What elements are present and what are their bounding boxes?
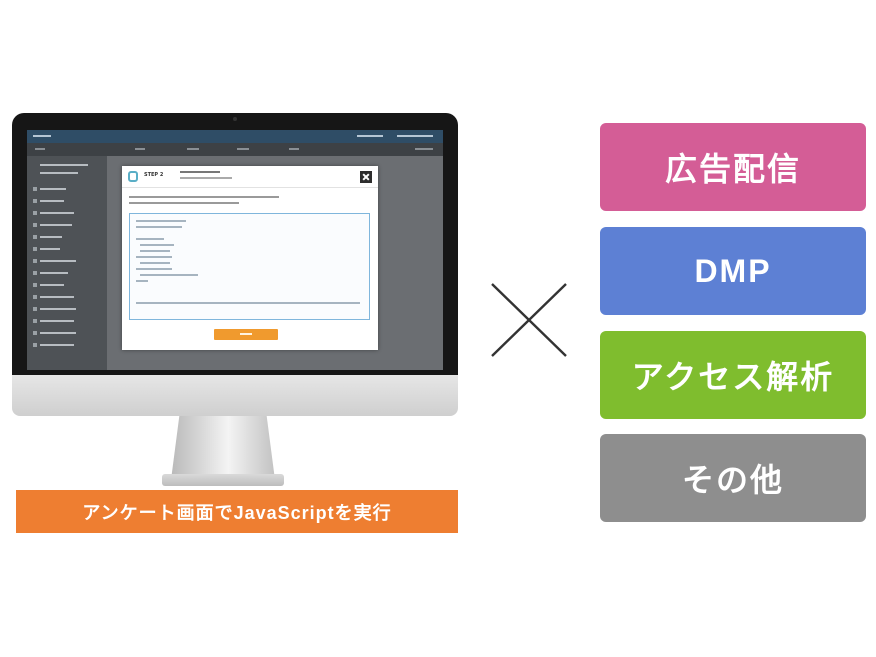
category-other: その他 — [600, 434, 866, 522]
modal-subtitle-placeholder — [180, 177, 232, 179]
modal-header: STEP 2 — [122, 166, 378, 188]
monitor-chin — [12, 375, 458, 416]
multiply-icon — [491, 283, 567, 357]
category-access-analytics: アクセス解析 — [600, 331, 866, 419]
caption-banner: アンケート画面でJavaScriptを実行 — [16, 490, 458, 533]
monitor-stand-base — [162, 474, 284, 486]
category-ad-delivery: 広告配信 — [600, 123, 866, 211]
camera-dot — [233, 117, 237, 121]
app-tab-bar — [27, 143, 443, 156]
script-code-textarea[interactable] — [129, 213, 370, 320]
script-modal: STEP 2 — [122, 166, 378, 350]
modal-submit-button[interactable] — [214, 329, 278, 340]
monitor-stand — [171, 416, 275, 480]
app-top-bar — [27, 130, 443, 143]
category-dmp: DMP — [600, 227, 866, 315]
app-sidebar — [27, 156, 107, 370]
monitor-screen: STEP 2 — [27, 130, 443, 370]
modal-step-label: STEP 2 — [144, 172, 164, 178]
monitor-illustration: STEP 2 — [12, 113, 458, 416]
monitor-bezel: STEP 2 — [12, 113, 458, 379]
close-icon[interactable] — [360, 171, 372, 183]
modal-description-line — [129, 202, 239, 204]
modal-description-line — [129, 196, 279, 198]
modal-title-placeholder — [180, 171, 220, 173]
app-logo-icon — [128, 171, 138, 182]
